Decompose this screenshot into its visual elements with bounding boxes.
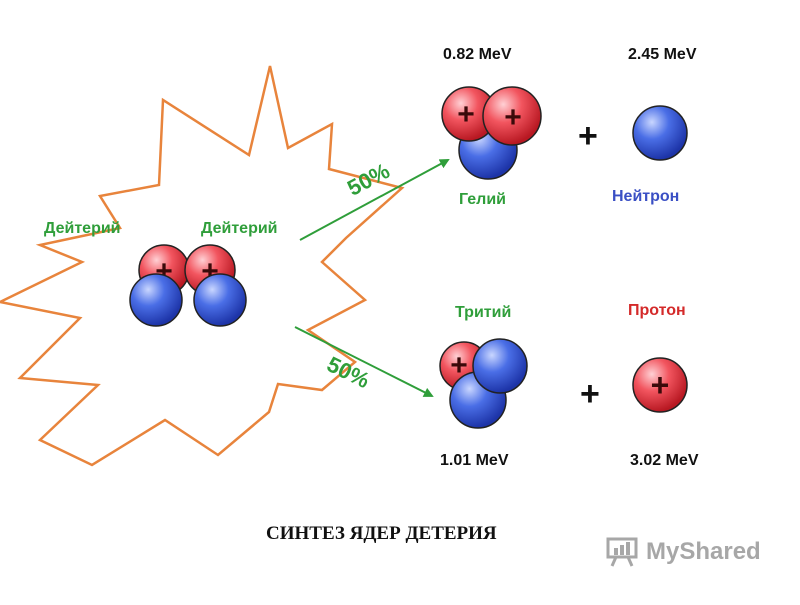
helium-label: Гелий: [459, 191, 506, 208]
tritium-label: Тритий: [455, 304, 512, 321]
proton-label: Протон: [628, 302, 686, 319]
branch-bottom-percent: 50%: [323, 351, 374, 393]
tritium-nucleus: +: [439, 338, 528, 429]
arrow-to-tritium: [294, 326, 434, 397]
helium-energy: 0.82 MeV: [443, 46, 512, 63]
tritium-energy: 1.01 MeV: [440, 452, 509, 469]
deuterium-pair: + +: [129, 244, 247, 327]
deuterium-left-label: Дейтерий: [44, 220, 121, 237]
arrow-to-helium: [299, 159, 450, 241]
deuterium-right-label: Дейтерий: [201, 220, 278, 237]
helium-nucleus: + +: [441, 86, 542, 180]
plus-sign-bottom: +: [580, 375, 600, 413]
neutron-ball: [129, 273, 183, 327]
neutron-energy: 2.45 MeV: [628, 46, 697, 63]
watermark-logo: MyShared: [606, 536, 761, 568]
charge-plus: +: [450, 349, 468, 382]
charge-plus: +: [504, 101, 522, 134]
watermark-text: MyShared: [646, 538, 761, 565]
diagram-caption: СИНТЕЗ ЯДЕР ДЕТЕРИЯ: [266, 523, 497, 544]
proton-product-ball: [632, 357, 688, 413]
neutron-ball: [193, 273, 247, 327]
charge-plus: +: [651, 367, 670, 403]
presentation-board-icon: [606, 537, 638, 567]
neutron-label: Нейтрон: [612, 188, 680, 205]
plus-sign-top: +: [578, 117, 598, 155]
charge-plus: +: [457, 98, 475, 131]
neutron-product-ball: [632, 105, 688, 161]
proton-ball: [482, 86, 542, 146]
neutron-ball: [472, 338, 528, 394]
proton-energy: 3.02 MeV: [630, 452, 699, 469]
